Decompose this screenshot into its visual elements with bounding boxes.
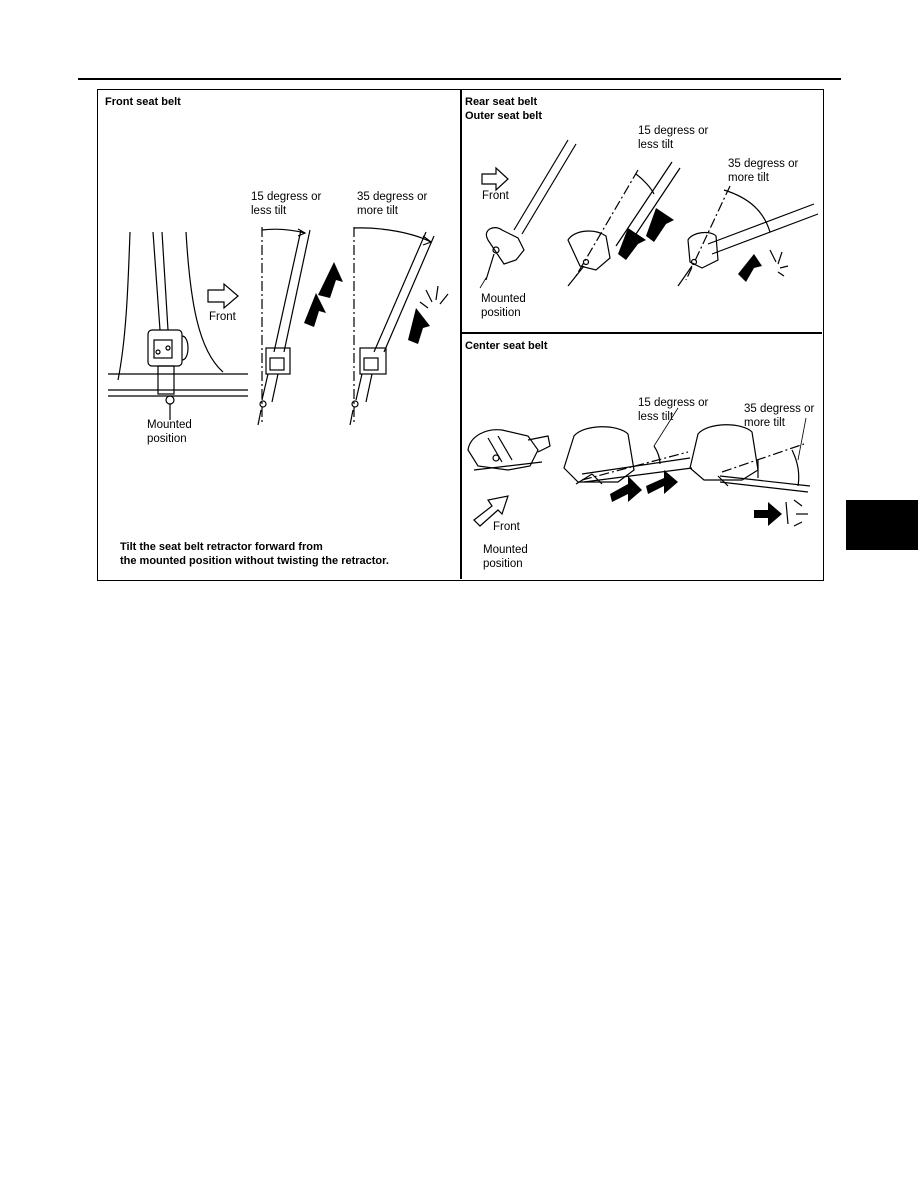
rear-outer-subtitle: Outer seat belt xyxy=(465,110,543,122)
front-15deg-label-line2: less tilt xyxy=(251,205,287,217)
panel-divider-vertical xyxy=(460,90,462,579)
front-direction-label: Front xyxy=(209,311,236,323)
rear-35deg-arrow xyxy=(738,254,762,282)
center-35deg-belt xyxy=(689,424,811,493)
center-35deg-label-line2: more tilt xyxy=(744,417,785,429)
center-15deg-belt xyxy=(563,426,693,485)
front-lock-burst xyxy=(419,285,449,309)
panel-divider-horizontal xyxy=(461,332,822,334)
rear-direction-label: Front xyxy=(482,190,509,202)
front-35deg-belt xyxy=(349,227,435,426)
header-rule xyxy=(78,78,841,80)
center-panel-title: Center seat belt xyxy=(465,340,548,352)
rear-mounted-label-line1: Mounted xyxy=(481,293,526,305)
center-mounted-label-line1: Mounted xyxy=(483,544,528,556)
rear-mounted-label-line2: position xyxy=(481,307,521,319)
rear-15deg-arrows xyxy=(618,208,674,260)
section-tab xyxy=(846,500,918,550)
center-35deg-label-line1: 35 degress or xyxy=(744,403,815,415)
center-35deg-arrow xyxy=(754,502,782,526)
rear-15deg-label-line1: 15 degress or xyxy=(638,125,709,137)
front-15deg-belt xyxy=(257,227,311,426)
front-35deg-label-line1: 35 degress or xyxy=(357,191,428,203)
rear-lock-burst xyxy=(769,249,789,277)
line-art xyxy=(108,139,819,527)
front-35deg-arrow xyxy=(408,308,430,344)
front-note-line2: the mounted position without twisting th… xyxy=(120,555,389,567)
center-15deg-arrows xyxy=(610,470,678,502)
rear-panel-title: Rear seat belt xyxy=(465,96,538,108)
front-panel-title: Front seat belt xyxy=(105,96,181,108)
front-mounted-label-line2: position xyxy=(147,433,187,445)
center-mounted-retractor xyxy=(467,429,551,471)
rear-35deg-label-line2: more tilt xyxy=(728,172,769,184)
front-35deg-label-line2: more tilt xyxy=(357,205,398,217)
front-note-line1: Tilt the seat belt retractor forward fro… xyxy=(120,541,323,553)
center-front-arrow-outline xyxy=(473,495,509,527)
front-arrow-outline xyxy=(207,282,239,310)
rear-mounted-belt xyxy=(485,139,577,281)
center-direction-label: Front xyxy=(493,521,520,533)
front-pillar-drawing xyxy=(108,231,248,420)
center-mounted-label-line2: position xyxy=(483,558,523,570)
center-15deg-label-line1: 15 degress or xyxy=(638,397,709,409)
leader-lines xyxy=(169,277,807,461)
rear-front-arrow-outline xyxy=(481,166,509,192)
front-15deg-arrows xyxy=(304,262,343,327)
rear-35deg-belt xyxy=(677,185,819,287)
front-mounted-label-line1: Mounted xyxy=(147,419,192,431)
center-lock-burst xyxy=(785,499,808,527)
rear-15deg-label-line2: less tilt xyxy=(638,139,674,151)
rear-35deg-label-line1: 35 degress or xyxy=(728,158,799,170)
seat-belt-tilt-figure: Front seat belt 15 degress or less tilt … xyxy=(97,89,824,581)
front-15deg-label-line1: 15 degress or xyxy=(251,191,322,203)
center-15deg-label-line2: less tilt xyxy=(638,411,674,423)
